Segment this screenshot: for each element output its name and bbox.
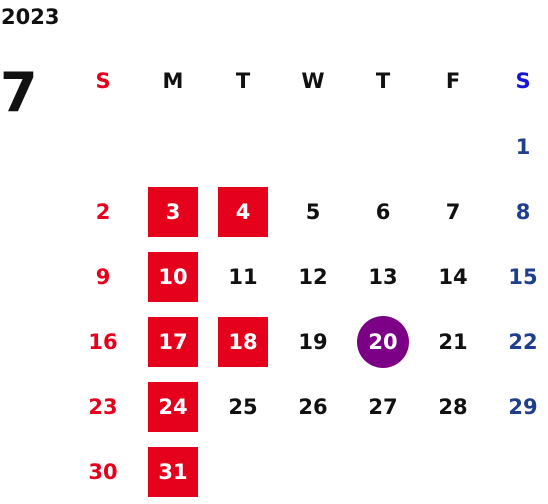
day-cell[interactable]: 11 [228,264,258,289]
calendar-grid: S M T W T F S 1 2 3 4 5 6 7 8 9 10 11 12… [68,48,548,504]
day-cell[interactable]: 9 [95,264,111,289]
day-cell [278,114,348,179]
day-cell [418,114,488,179]
day-cell[interactable]: 23 [88,394,118,419]
weekday-header-sat: S [515,69,531,93]
day-cell[interactable]: 8 [515,199,531,224]
day-cell [488,439,548,504]
day-cell[interactable]: 2 [95,199,111,224]
day-cell [348,114,418,179]
day-cell [278,439,348,504]
weekday-header-tue: T [235,69,251,93]
day-cell-highlighted[interactable]: 31 [138,439,208,504]
day-cell[interactable]: 19 [298,329,328,354]
weekday-header-mon: M [162,69,184,93]
calendar-year: 2023 [1,5,60,29]
day-cell [348,439,418,504]
day-cell [208,439,278,504]
day-cell[interactable]: 30 [88,459,118,484]
day-cell[interactable]: 12 [298,264,328,289]
day-cell [138,114,208,179]
day-cell[interactable]: 7 [445,199,461,224]
day-cell-highlighted[interactable]: 18 [208,309,278,374]
day-cell [208,114,278,179]
day-cell [418,439,488,504]
day-cell-highlighted[interactable]: 24 [138,374,208,439]
day-cell[interactable]: 27 [368,394,398,419]
calendar-month: 7 [0,61,38,124]
day-cell[interactable]: 22 [508,329,538,354]
weekday-header-thu: T [375,69,391,93]
day-cell-highlighted[interactable]: 3 [138,179,208,244]
weekday-header-sun: S [95,69,111,93]
day-cell[interactable]: 6 [375,199,391,224]
day-cell[interactable]: 25 [228,394,258,419]
day-cell[interactable]: 26 [298,394,328,419]
day-cell [68,114,138,179]
day-cell[interactable]: 15 [508,264,538,289]
day-cell-highlighted[interactable]: 4 [208,179,278,244]
day-cell[interactable]: 13 [368,264,398,289]
day-cell[interactable]: 5 [305,199,321,224]
day-cell[interactable]: 1 [515,134,531,159]
day-cell[interactable]: 21 [438,329,468,354]
weekday-header-fri: F [445,69,461,93]
weekday-header-wed: W [301,69,325,93]
day-cell-highlighted[interactable]: 17 [138,309,208,374]
day-cell-highlighted[interactable]: 10 [138,244,208,309]
day-cell[interactable]: 29 [508,394,538,419]
day-cell[interactable]: 14 [438,264,468,289]
day-cell[interactable]: 16 [88,329,118,354]
day-cell[interactable]: 28 [438,394,468,419]
day-cell-today[interactable]: 20 [348,309,418,374]
